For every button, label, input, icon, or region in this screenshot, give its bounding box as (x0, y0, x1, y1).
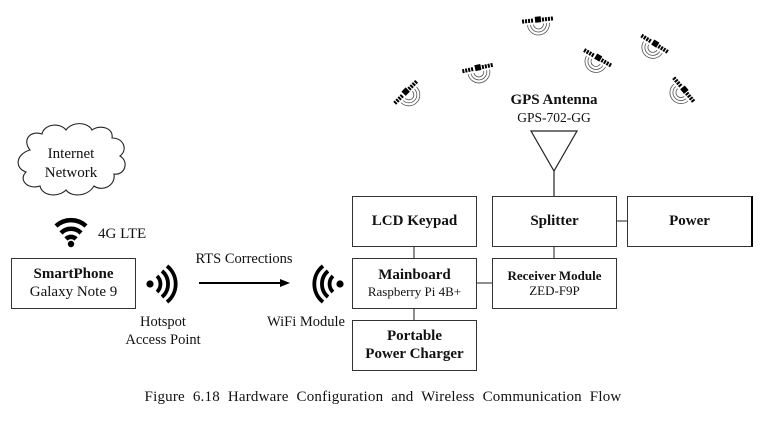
splitter-title: Splitter (530, 212, 579, 229)
wifi-module-label: WiFi Module (267, 314, 345, 330)
gps-antenna-subtitle: GPS-702-GG (517, 109, 591, 125)
figure-caption: Figure 6.18 Hardware Configuration and W… (144, 389, 622, 405)
receiver-module-box: Receiver Module ZED-F9P (492, 258, 617, 309)
mainboard-box: Mainboard Raspberry Pi 4B+ (352, 258, 477, 309)
power-charger-line1: Portable (387, 328, 442, 345)
lcd-keypad-title: LCD Keypad (371, 212, 458, 229)
smartphone-box: SmartPhone Galaxy Note 9 (11, 258, 136, 309)
cloud-label-line1: Internet (47, 146, 95, 162)
gps-antenna-label: GPS Antenna GPS-702-GG (494, 91, 614, 127)
wifi-signal-icon (54, 217, 88, 248)
hotspot-label: Hotspot Access Point (118, 313, 208, 349)
power-box: Power (627, 196, 753, 247)
satellite-icon (583, 48, 612, 73)
receiver-module-title: Receiver Module (507, 267, 602, 283)
wireless-broadcast-icon (146, 264, 178, 304)
power-charger-line2: Power Charger (365, 345, 464, 362)
box-connectors (413, 220, 627, 320)
mainboard-subtitle: Raspberry Pi 4B+ (367, 283, 462, 299)
splitter-box: Splitter (492, 196, 617, 247)
cloud-label-line2: Network (44, 164, 98, 181)
wireless-receive-icon (312, 264, 344, 304)
lte-label: 4G LTE (98, 226, 147, 242)
receiver-module-subtitle: ZED-F9P (529, 282, 580, 298)
smartphone-subtitle: Galaxy Note 9 (29, 283, 118, 300)
cloud-label: Internet Network (28, 145, 114, 183)
power-charger-box: Portable Power Charger (352, 320, 477, 371)
arrow-right-icon (199, 279, 290, 287)
cloud-icon (17, 123, 126, 196)
mainboard-title: Mainboard (378, 267, 451, 284)
satellite-icon (521, 16, 554, 36)
hotspot-label-line1: Hotspot (140, 314, 186, 330)
antenna-icon (529, 130, 579, 196)
satellite-icon (393, 79, 421, 107)
hotspot-label-line2: Access Point (125, 332, 201, 349)
satellites-group (393, 16, 696, 107)
satellite-icon (669, 76, 696, 104)
gps-antenna-title: GPS Antenna (510, 92, 598, 108)
smartphone-title: SmartPhone (33, 266, 114, 283)
rts-corrections-label: RTS Corrections (195, 251, 293, 267)
power-title: Power (669, 212, 710, 229)
lcd-keypad-box: LCD Keypad (352, 196, 477, 247)
satellite-icon (461, 62, 494, 84)
satellite-icon (640, 33, 669, 59)
